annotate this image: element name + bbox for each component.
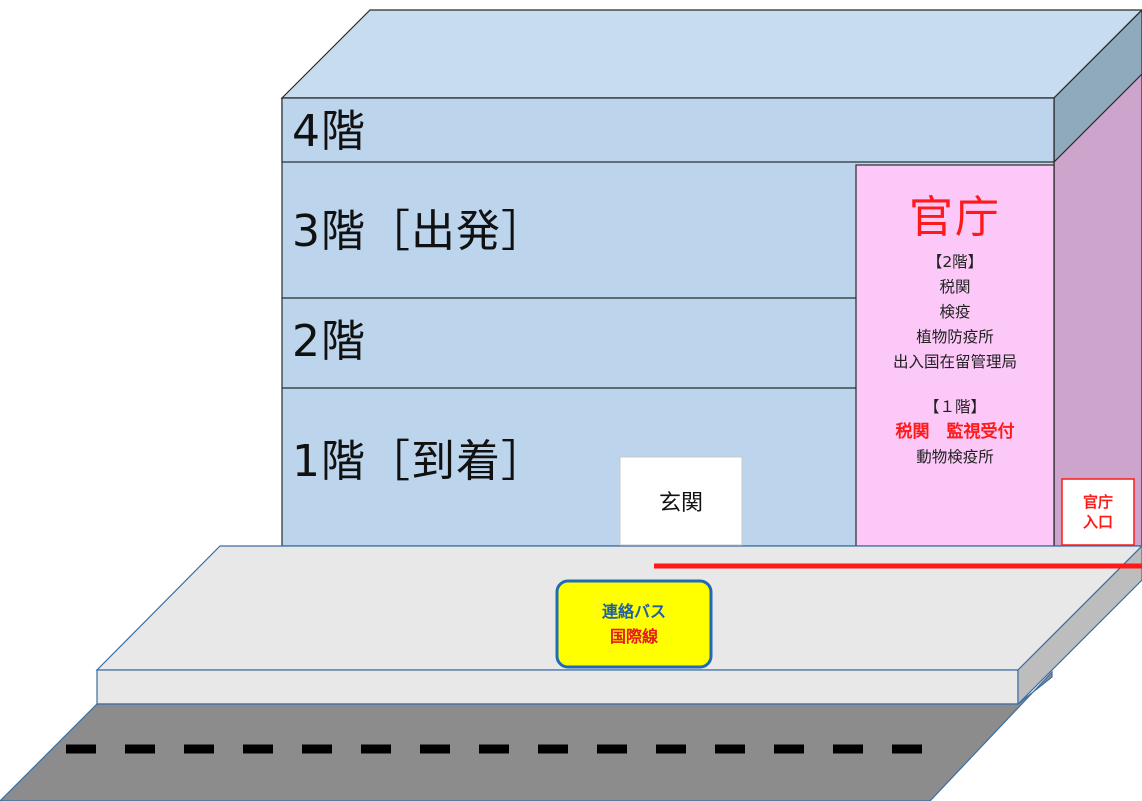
building-roof xyxy=(280,9,1142,99)
gov-entrance-line1: 官庁 xyxy=(1082,493,1113,511)
platform-side xyxy=(1017,545,1142,706)
entrance-box xyxy=(619,456,743,546)
gov-floor1-item: 動物検疫所 xyxy=(916,448,994,466)
bus-sign-line2: 国際線 xyxy=(609,627,658,646)
gov-floor1-highlight: 税関 監視受付 xyxy=(895,422,1015,442)
bus-sign: 連絡バス 国際線 xyxy=(557,581,711,667)
platform-front xyxy=(96,669,1019,705)
floor4-label: 4階 xyxy=(292,106,366,157)
government-title: 官庁 xyxy=(909,192,1001,243)
gov-floor2-item: 出入国在留管理局 xyxy=(892,353,1017,371)
floor2-label: 2階 xyxy=(292,316,366,367)
floor3-label: 3階［出発］ xyxy=(292,206,546,257)
gov-floor2-item: 検疫 xyxy=(939,303,971,321)
government-panel: 官庁 【2階】 税関 検疫 植物防疫所 出入国在留管理局 【１階】 税関 監視受… xyxy=(856,166,1054,544)
gov-entrance-line2: 入口 xyxy=(1082,513,1113,531)
government-section xyxy=(855,164,1055,547)
entrance-label: 玄関 xyxy=(658,491,703,516)
gov-floor2-item: 税関 xyxy=(939,278,971,296)
gov-floor2-item: 植物防疫所 xyxy=(916,328,994,346)
gov-floor1-header: 【１階】 xyxy=(923,398,986,416)
gov-entrance-box xyxy=(1061,478,1135,546)
road xyxy=(0,670,1053,801)
bus-sign-box xyxy=(555,579,713,669)
gov-entrance-sign: 官庁 入口 xyxy=(1062,479,1134,545)
floor1-label: 1階［到着］ xyxy=(292,436,546,487)
bus-sign-line1: 連絡バス xyxy=(601,602,666,621)
floor4-band xyxy=(281,97,1055,163)
gov-floor2-header: 【2階】 xyxy=(926,253,984,271)
